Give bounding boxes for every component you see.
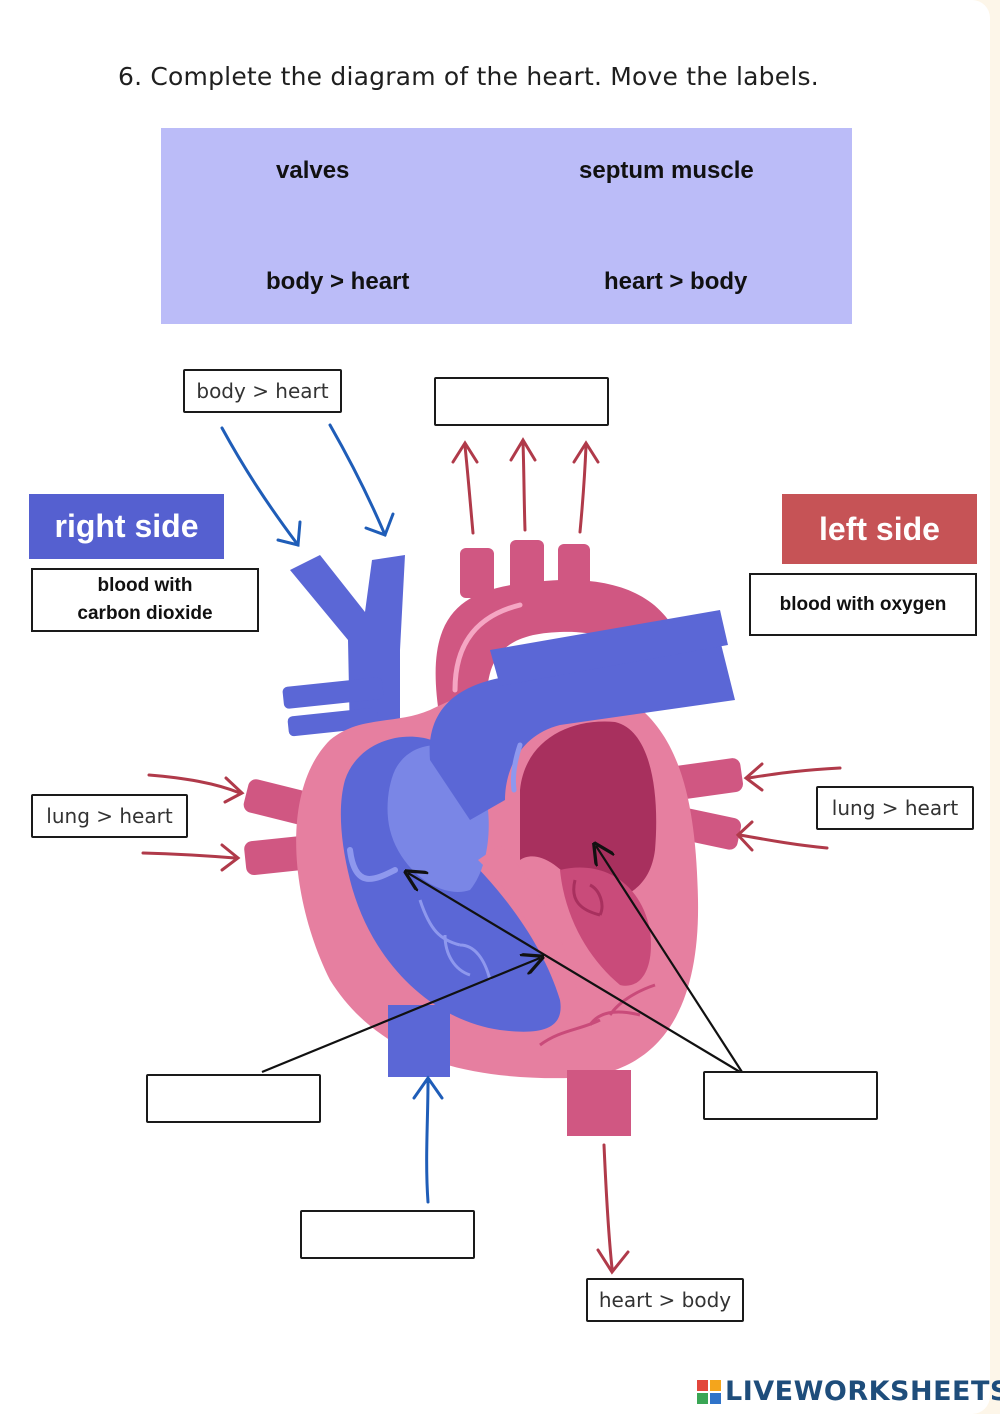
label-box-bottom-aorta: heart > body [586, 1278, 744, 1322]
descending-aorta [567, 1070, 631, 1136]
right-side-description-line1: blood with [97, 575, 193, 597]
left-side-title: left side [819, 510, 940, 547]
label-box-lung-left: lung > heart [31, 794, 188, 838]
drop-zone-bottom-left[interactable] [146, 1074, 321, 1123]
right-side-banner: right side [29, 494, 224, 559]
red-flow-arrows [141, 437, 842, 1275]
drop-zone-top-right[interactable] [434, 377, 609, 426]
right-side-title: right side [54, 508, 199, 544]
logo-text: LIVEWORKSHEETS [725, 1376, 1000, 1407]
left-side-description: blood with oxygen [749, 573, 977, 636]
drop-zone-bottom-center[interactable] [300, 1210, 475, 1259]
blue-flow-arrows [220, 423, 444, 1204]
draggable-label-septum-muscle[interactable]: septum muscle [579, 157, 754, 184]
draggable-label-valves[interactable]: valves [276, 157, 350, 184]
label-box-top-left: body > heart [183, 369, 342, 413]
left-side-banner: left side [782, 494, 977, 564]
label-lung-left-text: lung > heart [46, 804, 173, 828]
drop-zone-bottom-right[interactable] [703, 1071, 878, 1120]
instruction-text: 6. Complete the diagram of the heart. Mo… [118, 62, 819, 91]
pointer-lines [261, 846, 743, 1074]
label-bottom-aorta-text: heart > body [598, 1288, 732, 1312]
aorta [435, 540, 690, 720]
word-bank: valves septum muscle body > heart heart … [161, 128, 852, 324]
left-side-description-text: blood with oxygen [779, 593, 947, 615]
right-side-description-line2: carbon dioxide [77, 603, 213, 624]
draggable-label-heart-body[interactable]: heart > body [604, 268, 748, 295]
label-lung-right-text: lung > heart [831, 796, 959, 820]
label-top-left-text: body > heart [196, 379, 329, 403]
label-box-lung-right: lung > heart [816, 786, 974, 830]
liveworksheets-logo-icon [697, 1379, 721, 1404]
liveworksheets-logo: LIVEWORKSHEETS [697, 1376, 1000, 1407]
superior-vena-cava [282, 555, 405, 740]
right-side-description: blood with carbon dioxide [31, 568, 259, 632]
pulmonary-artery [429, 610, 735, 820]
draggable-label-body-heart[interactable]: body > heart [266, 268, 410, 295]
